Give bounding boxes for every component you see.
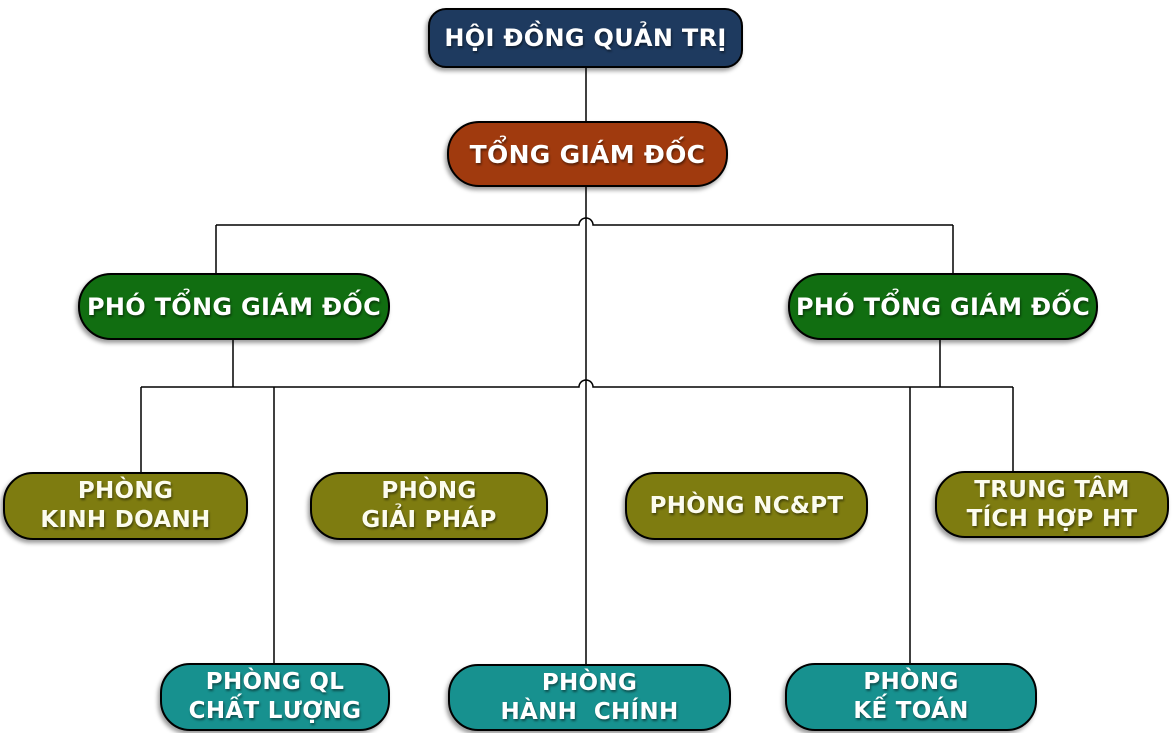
org-node-admin: PHÒNG HÀNH CHÍNH (448, 664, 731, 731)
org-node-solutions: PHÒNG GIẢI PHÁP (310, 472, 548, 540)
org-node-ceo-label: TỔNG GIÁM ĐỐC (469, 139, 706, 169)
connector-bus-level4 (141, 379, 1013, 388)
org-node-board-label: HỘI ĐỒNG QUẢN TRỊ (444, 24, 727, 52)
org-node-integration: TRUNG TÂM TÍCH HỢP HT (935, 471, 1169, 538)
org-node-integration-label: TRUNG TÂM TÍCH HỢP HT (966, 476, 1138, 532)
org-node-solutions-label: PHÒNG GIẢI PHÁP (361, 478, 497, 533)
org-node-deputy-left-label: PHÓ TỔNG GIÁM ĐỐC (86, 292, 381, 321)
org-node-sales: PHÒNG KINH DOANH (3, 472, 248, 540)
org-node-sales-label: PHÒNG KINH DOANH (40, 478, 211, 533)
org-node-ceo: TỔNG GIÁM ĐỐC (447, 121, 728, 187)
org-node-rnd-label: PHÒNG NC&PT (649, 493, 844, 519)
org-node-accounting-label: PHÒNG KẾ TOÁN (853, 669, 969, 724)
org-node-quality-label: PHÒNG QL CHẤT LƯỢNG (188, 669, 362, 724)
org-node-rnd: PHÒNG NC&PT (625, 472, 868, 540)
org-node-board: HỘI ĐỒNG QUẢN TRỊ (428, 8, 743, 68)
org-node-quality: PHÒNG QL CHẤT LƯỢNG (160, 663, 390, 731)
connector-bus-level3 (216, 217, 953, 226)
org-node-accounting: PHÒNG KẾ TOÁN (785, 663, 1037, 731)
org-node-deputy-right: PHÓ TỔNG GIÁM ĐỐC (788, 273, 1098, 340)
org-node-deputy-left: PHÓ TỔNG GIÁM ĐỐC (78, 273, 390, 340)
org-node-admin-label: PHÒNG HÀNH CHÍNH (500, 669, 679, 725)
org-node-deputy-right-label: PHÓ TỔNG GIÁM ĐỐC (795, 292, 1090, 321)
